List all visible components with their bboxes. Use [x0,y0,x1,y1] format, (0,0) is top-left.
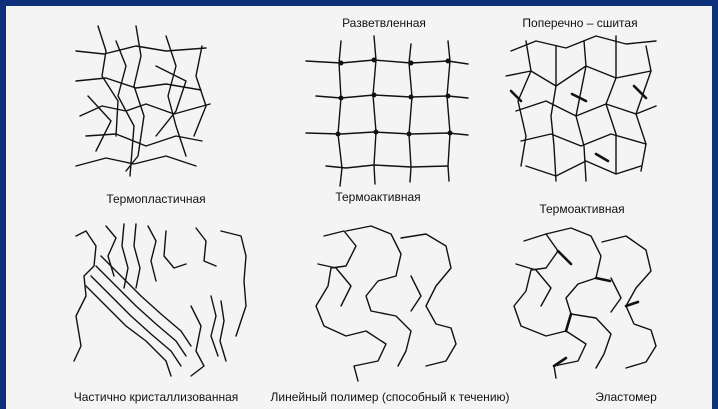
label-branched: Разветвленная [342,16,426,30]
label-crosslinked: Поперечно – сшитая [522,16,637,30]
label-linear-polymer: Линейный полимер (способный к течению) [270,390,509,404]
label-thermoactive-2: Термоактивная [539,202,624,216]
label-thermoplastic: Термопластичная [106,192,205,206]
label-elastomer: Эластомер [595,390,657,404]
diagram-canvas: Разветвленная Поперечно – сшитая Термопл… [6,6,712,409]
label-thermoactive-1: Термоактивная [335,190,420,204]
label-semicrystalline: Частично кристаллизованная [74,390,239,404]
